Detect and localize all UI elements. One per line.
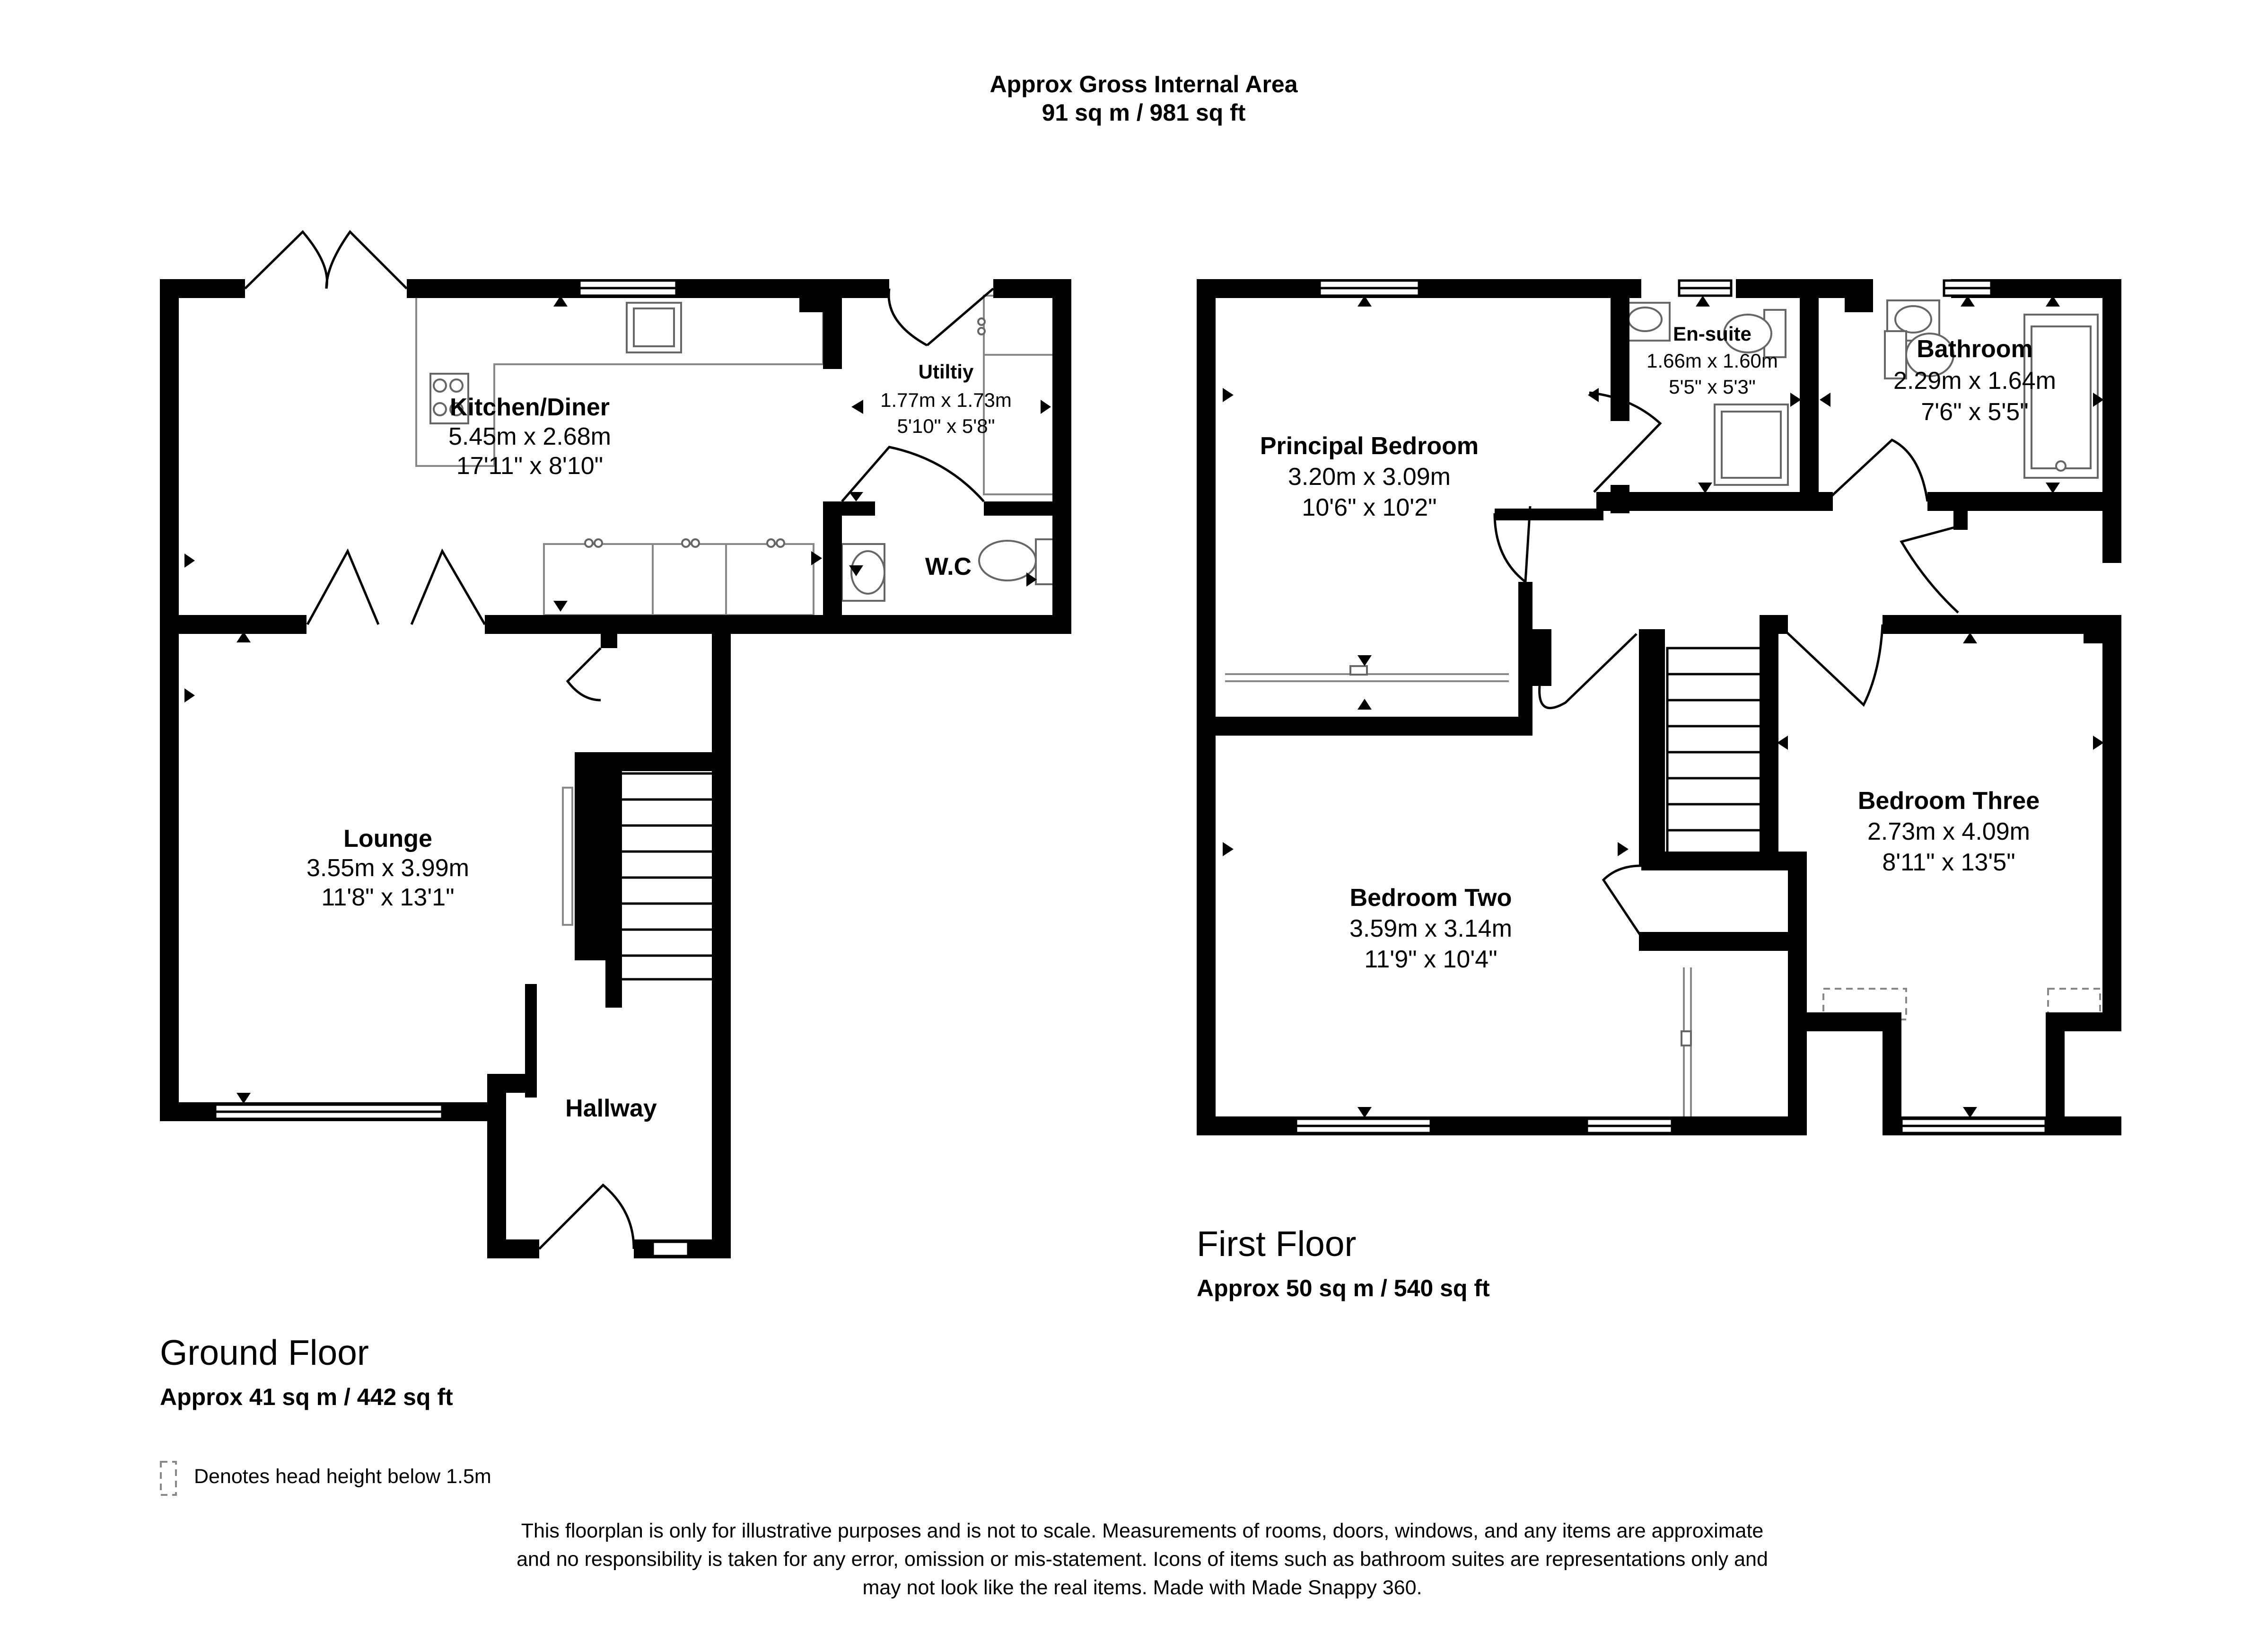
hallway-name: Hallway — [565, 1095, 657, 1122]
ground-floor-plan: Kitchen/Diner 5.45m x 2.68m 17'11" x 8'1… — [160, 230, 1071, 1258]
wc-name: W.C — [925, 553, 972, 580]
first-floor-plan: Principal Bedroom 3.20m x 3.09m 10'6" x … — [1197, 279, 2121, 1135]
ground-floor-title: Ground Floor — [160, 1333, 369, 1372]
first-arrows — [1223, 296, 2104, 1118]
bedroom2-metric: 3.59m x 3.14m — [1349, 915, 1512, 942]
bathroom-name: Bathroom — [1917, 335, 2033, 363]
ensuite-fixtures — [1619, 302, 1789, 486]
bathroom-fixtures — [1884, 299, 2099, 479]
ensuite-name: En-suite — [1673, 323, 1751, 345]
ensuite-metric: 1.66m x 1.60m — [1646, 350, 1778, 372]
bathroom-metric: 2.29m x 1.64m — [1893, 367, 2056, 395]
ground-stairs — [618, 772, 716, 981]
ground-doors — [244, 230, 994, 1250]
bedroom2-wardrobe — [1681, 967, 1692, 1124]
bathroom-imperial: 7'6" x 5'5" — [1921, 398, 2028, 426]
utility-imperial: 5'10" x 5'8" — [897, 415, 995, 437]
kitchen-metric: 5.45m x 2.68m — [448, 423, 611, 450]
lounge-fireplace — [562, 787, 573, 926]
bedroom2-name: Bedroom Two — [1350, 884, 1512, 912]
principal-imperial: 10'6" x 10'2" — [1302, 494, 1436, 521]
kitchen-fixtures — [415, 293, 824, 616]
bedroom3-imperial: 8'11" x 13'5" — [1882, 849, 2015, 876]
disclaimer-line-2: and no responsibility is taken for any e… — [517, 1548, 1768, 1571]
first-floor-title: First Floor — [1197, 1224, 1357, 1264]
utility-name: Utiltiy — [919, 360, 974, 383]
lounge-metric: 3.55m x 3.99m — [306, 854, 469, 882]
bedroom3-metric: 2.73m x 4.09m — [1867, 818, 2030, 845]
utility-metric: 1.77m x 1.73m — [880, 389, 1012, 411]
first-windows — [1295, 279, 2047, 1134]
head-height-legend-swatch — [160, 1461, 177, 1496]
principal-metric: 3.20m x 3.09m — [1288, 463, 1451, 491]
first-stairs — [1666, 647, 1763, 858]
principal-wardrobe — [1225, 665, 1509, 682]
principal-name: Principal Bedroom — [1260, 432, 1479, 460]
disclaimer-line-3: may not look like the real items. Made w… — [862, 1576, 1422, 1599]
kitchen-name: Kitchen/Diner — [450, 394, 610, 421]
kitchen-imperial: 17'11" x 8'10" — [456, 452, 603, 480]
gross-area-value: 91 sq m / 981 sq ft — [1042, 99, 1246, 126]
lounge-name: Lounge — [343, 825, 432, 852]
gross-area-title: Approx Gross Internal Area — [990, 71, 1298, 97]
bedroom2-imperial: 11'9" x 10'4" — [1364, 946, 1497, 973]
ground-floor-area: Approx 41 sq m / 442 sq ft — [160, 1384, 453, 1410]
lounge-imperial: 11'8" x 13'1" — [321, 884, 454, 911]
ensuite-imperial: 5'5" x 5'3" — [1669, 376, 1756, 398]
ground-arrows — [184, 286, 1051, 1104]
disclaimer-line-1: This floorplan is only for illustrative … — [521, 1520, 1764, 1542]
bedroom3-name: Bedroom Three — [1858, 787, 2040, 815]
ground-windows — [214, 279, 690, 1257]
first-doors — [1493, 391, 1963, 938]
head-height-legend-text: Denotes head height below 1.5m — [194, 1465, 491, 1488]
first-floor-area: Approx 50 sq m / 540 sq ft — [1197, 1275, 1490, 1301]
